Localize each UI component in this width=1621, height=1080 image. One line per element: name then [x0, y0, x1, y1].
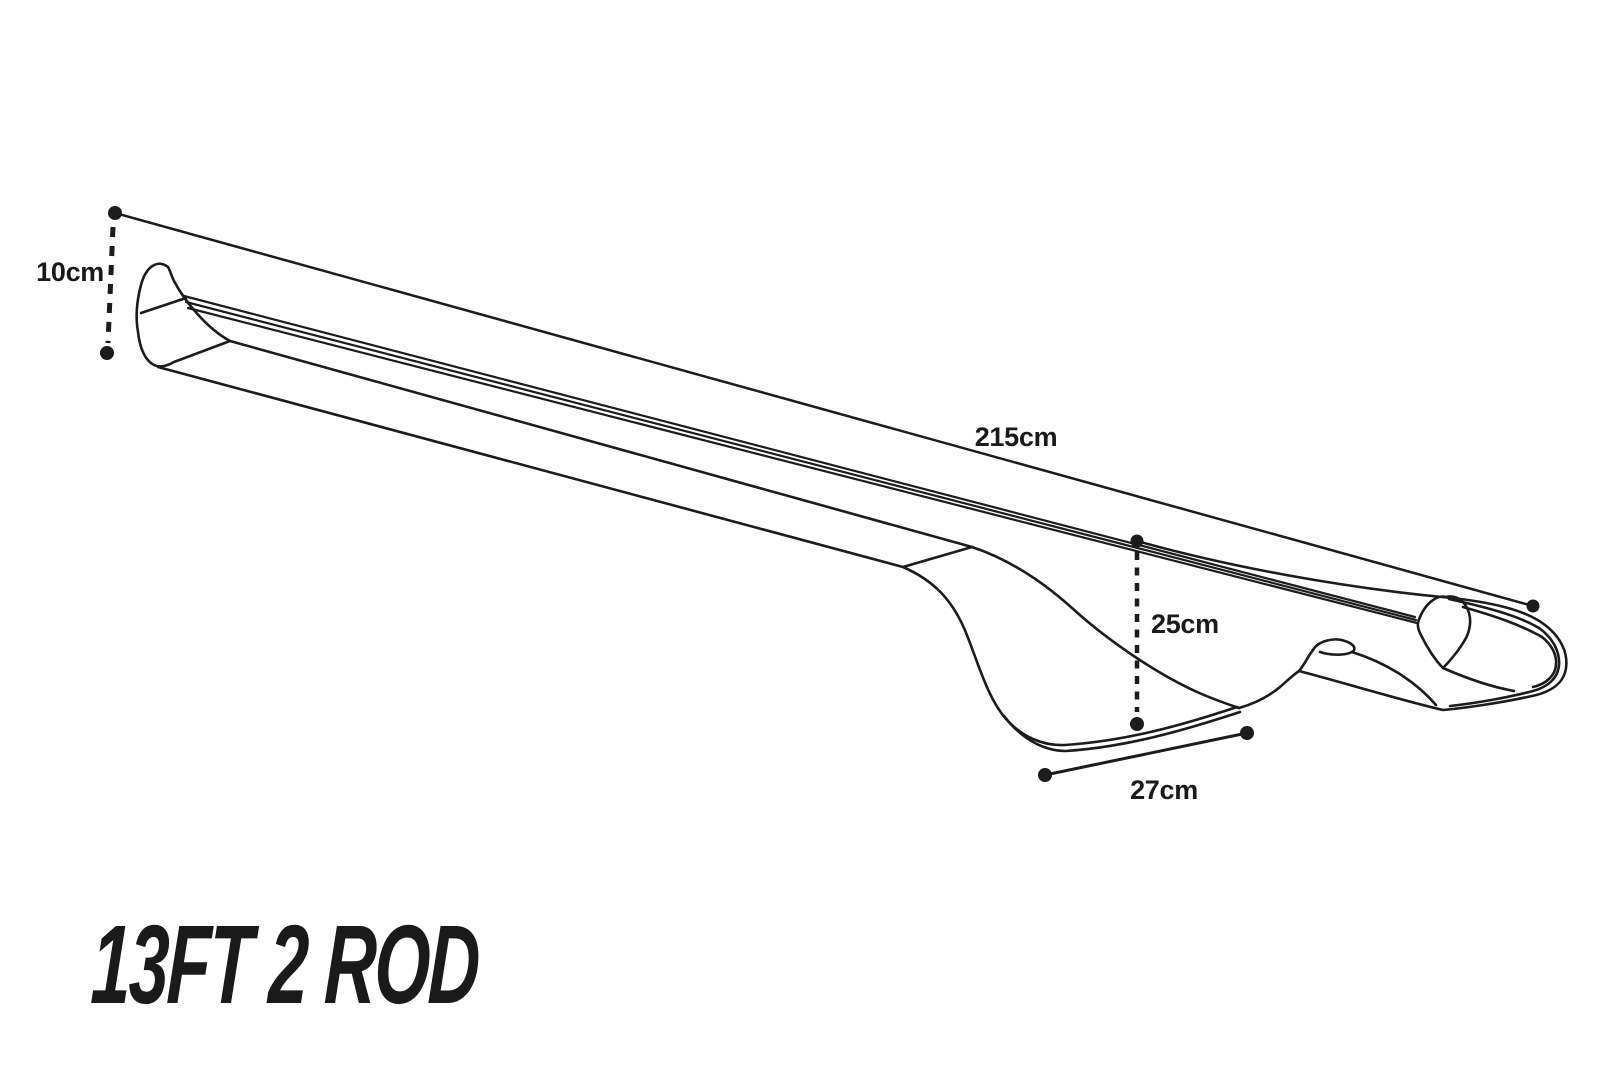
dot-base-end — [1240, 726, 1254, 740]
end-binding-arc-inner — [1531, 635, 1558, 689]
pouch-front-curve — [901, 565, 1239, 747]
height-dimension-dashed-line — [105, 226, 116, 344]
zip-seam-line-3 — [186, 306, 1419, 625]
length-dimension-line — [114, 211, 1534, 608]
product-title-text: 13FT 2 ROD — [89, 902, 481, 1027]
dot-height-bottom — [100, 346, 114, 360]
drop-dimension-label: 25cm — [1151, 609, 1219, 639]
dimension-length — [114, 211, 1534, 608]
length-dimension-label: 215cm — [975, 422, 1058, 452]
zip-seam-line-2 — [184, 300, 1418, 622]
wave-loop-tail — [1350, 650, 1438, 707]
wave-curve-upper — [1297, 648, 1315, 673]
dot-drop-top — [1130, 534, 1144, 548]
tip-edge-line-1 — [1447, 597, 1541, 630]
tip-edge-line-2 — [1461, 605, 1544, 639]
dimension-end-dots — [100, 206, 1540, 782]
tip-section-silhouette — [1135, 539, 1568, 712]
dot-drop-bottom — [1130, 717, 1144, 731]
end-binding-arc-outer — [1448, 626, 1561, 708]
pouch-back-curve — [970, 545, 1241, 710]
dot-length-start — [108, 206, 122, 220]
rod-sleeve-drawing — [135, 262, 1568, 753]
wave-curve-lower — [1237, 669, 1301, 710]
base-dimension-line — [1044, 731, 1248, 777]
dimension-height — [105, 226, 116, 344]
dimension-base — [1044, 731, 1248, 777]
base-dimension-label: 27cm — [1130, 775, 1198, 805]
height-dimension-label: 10cm — [36, 257, 104, 287]
dot-length-end — [1526, 599, 1540, 613]
zip-seam-line-1 — [182, 294, 1417, 619]
product-title: 13FT 2 ROD — [89, 902, 481, 1027]
dimension-labels: 10cm 215cm 25cm 27cm — [36, 257, 1219, 805]
tip-edge-line-3 — [1441, 666, 1516, 693]
front-ridge-edge — [228, 339, 974, 549]
dot-base-start — [1038, 768, 1052, 782]
bottom-edge — [156, 365, 905, 569]
wave-loop — [1311, 638, 1356, 656]
left-end-cap-crease — [139, 296, 188, 315]
pouch-base-binding — [1002, 710, 1242, 753]
fold-line — [901, 545, 974, 569]
left-end-cap-outline — [135, 262, 232, 368]
